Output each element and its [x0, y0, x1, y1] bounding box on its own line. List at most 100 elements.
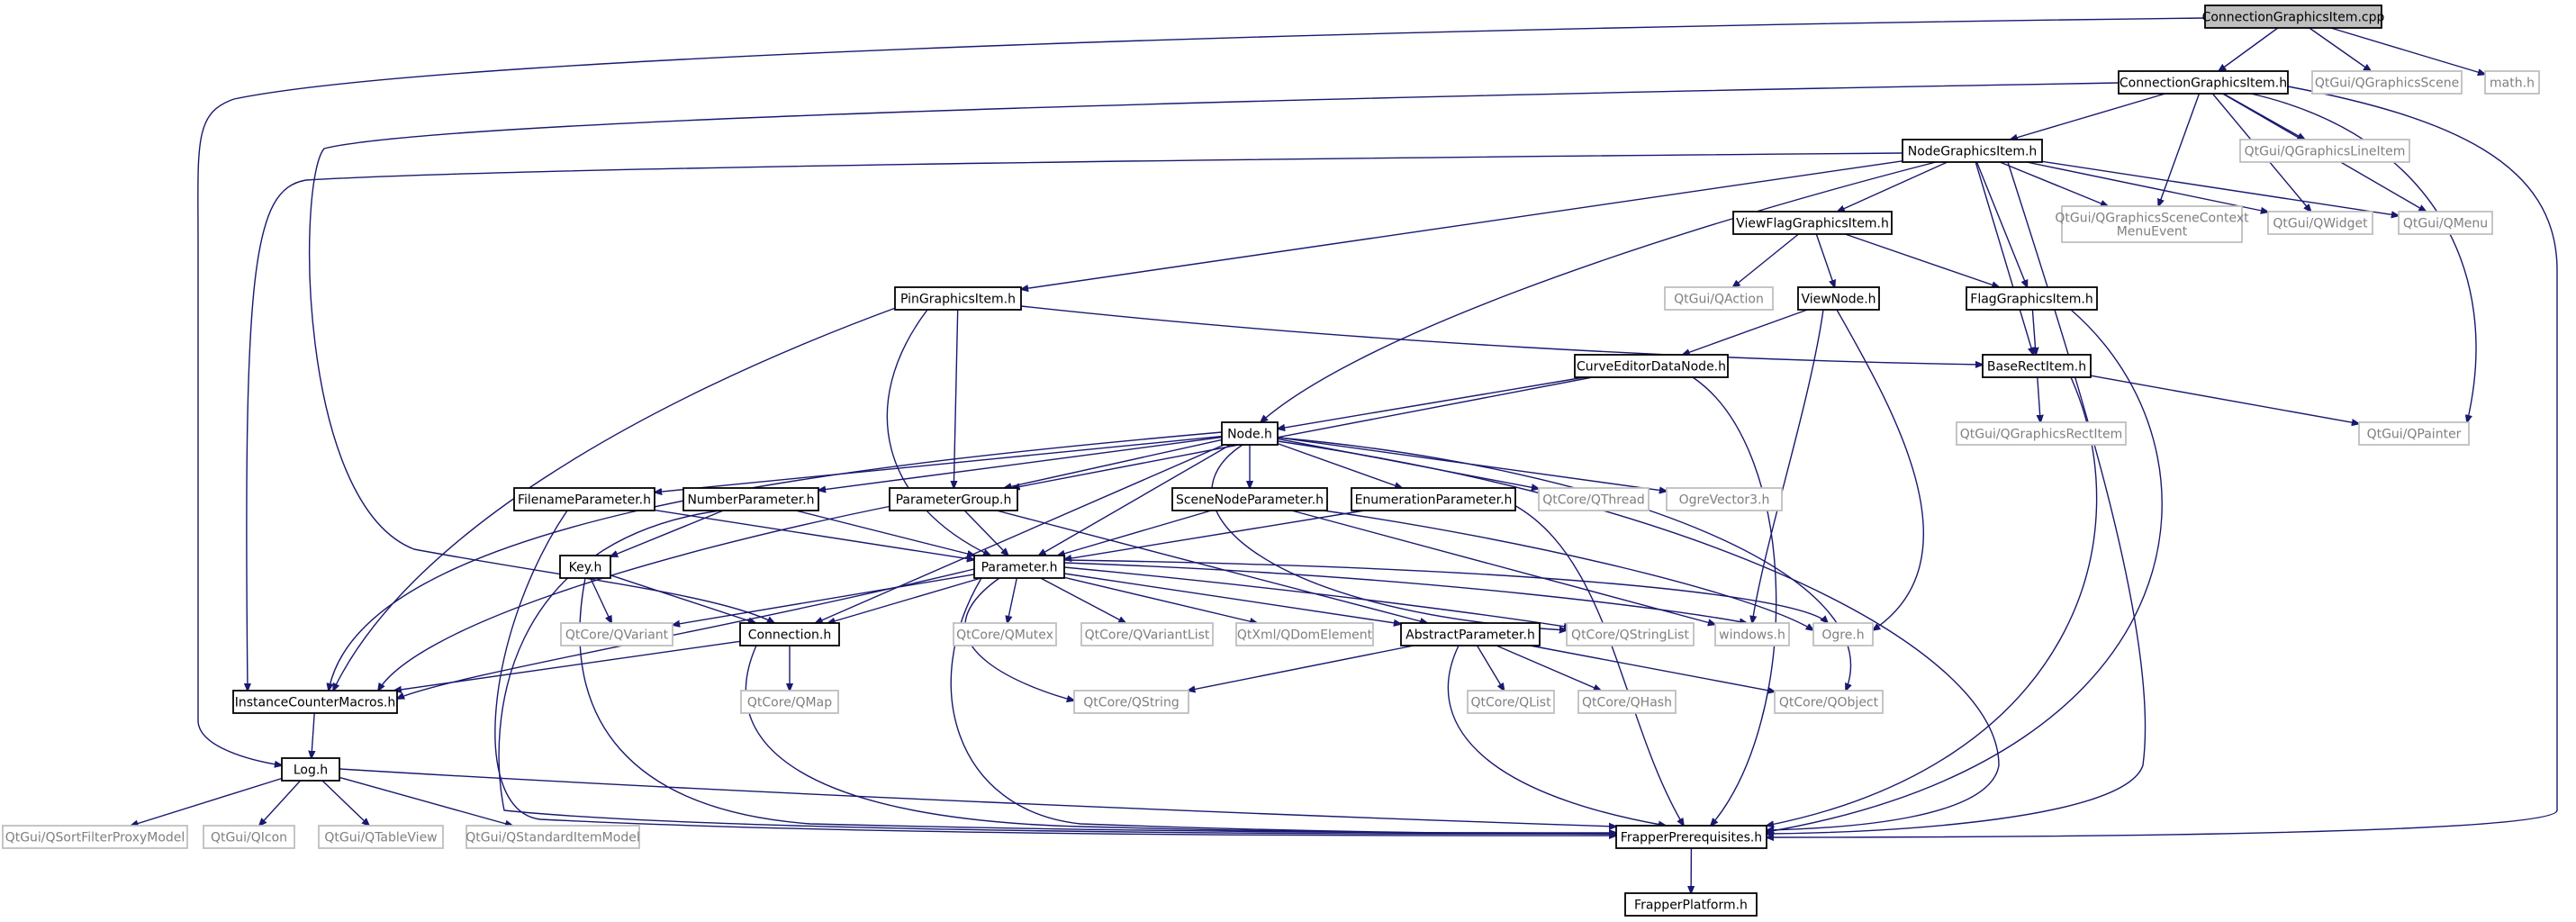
node-qsfpm: QtGui/QSortFilterProxyModel	[2, 825, 188, 849]
node-fp_h[interactable]: FilenameParameter.h	[513, 487, 655, 511]
node-cgi_h[interactable]: ConnectionGraphicsItem.h	[2118, 70, 2289, 95]
node-label: Connection.h	[748, 628, 832, 643]
node-label: QtCore/QHash	[1582, 696, 1672, 710]
node-label: QtXml/QDomElement	[1237, 628, 1373, 643]
node-fprereq[interactable]: FrapperPrerequisites.h	[1615, 825, 1767, 849]
node-bri_h[interactable]: BaseRectItem.h	[1982, 354, 2092, 378]
node-box	[740, 690, 839, 714]
node-label: QtGui/QMenu	[2403, 217, 2488, 231]
dependency-edges	[131, 17, 2558, 893]
node-root[interactable]: ConnectionGraphicsItem.cpp	[2202, 5, 2385, 29]
edge-ngi_h-to-bri_h	[1975, 161, 2033, 355]
node-box	[2204, 5, 2382, 29]
node-node_h[interactable]: Node.h	[1221, 421, 1279, 446]
node-box	[1080, 622, 1214, 646]
node-label: QtCore/QString	[1083, 696, 1179, 710]
node-label: Key.h	[569, 561, 602, 575]
node-label: math.h	[2490, 77, 2535, 91]
node-label: QtGui/QPainter	[2367, 428, 2462, 442]
node-label: ViewNode.h	[1801, 293, 1876, 307]
node-box	[1956, 421, 2127, 446]
edge-ep_h-to-param_h	[1064, 510, 1365, 559]
node-box	[1467, 690, 1555, 714]
edge-param_h-to-conn_h	[828, 577, 981, 623]
node-label: QtCore/QVariant	[565, 628, 669, 643]
edge-pgi_h-to-param_h	[886, 309, 990, 556]
node-label: NodeGraphicsItem.h	[1908, 145, 2038, 159]
edge-root-to-cgi_h	[2219, 27, 2279, 71]
node-ap_h[interactable]: AbstractParameter.h	[1400, 622, 1541, 646]
edge-node_h-to-icm_h	[329, 431, 1223, 691]
node-box	[513, 487, 655, 511]
node-box	[1966, 286, 2098, 311]
edge-cgi_h-to-fprereq	[1767, 86, 2558, 837]
edge-key_h-to-qvariant	[590, 577, 611, 623]
edge-cgi_h-to-conn_h	[309, 82, 2120, 623]
node-box	[1714, 622, 1790, 646]
node-ogre: Ogre.h	[1812, 622, 1874, 646]
node-label: windows.h	[1719, 628, 1785, 643]
node-label: QtGui/QAction	[1674, 293, 1764, 307]
node-box	[894, 286, 1022, 311]
node-box	[889, 487, 1018, 511]
node-qvarlist: QtCore/QVariantList	[1080, 622, 1214, 646]
node-box	[1666, 487, 1783, 511]
node-snp_h[interactable]: SceneNodeParameter.h	[1171, 487, 1328, 511]
edge-ngi_h-to-qmenu	[2041, 160, 2399, 215]
edge-ap_h-to-qhash	[1496, 645, 1601, 691]
node-label: PinGraphicsItem.h	[900, 293, 1016, 307]
edge-viewnode-to-windows	[1752, 309, 1824, 623]
node-box	[1574, 354, 1729, 378]
node-qicon: QtGui/QIcon	[203, 825, 295, 849]
node-qglineitem: QtGui/QGraphicsLineItem	[2239, 139, 2410, 163]
node-qobject: QtCore/QObject	[1774, 690, 1884, 714]
node-label: QtCore/QThread	[1542, 493, 1645, 508]
node-fplatform[interactable]: FrapperPlatform.h	[1624, 892, 1758, 917]
node-fgi_h[interactable]: FlagGraphicsItem.h	[1966, 286, 2098, 311]
node-qlist: QtCore/QList	[1467, 690, 1555, 714]
node-label: QtGui/QGraphicsScene	[2315, 77, 2459, 91]
node-label: QtCore/QObject	[1779, 696, 1879, 710]
edge-vfgi_h-to-fgi_h	[1844, 233, 1999, 287]
node-qmap: QtCore/QMap	[740, 690, 839, 714]
edge-param_h-to-qmutex	[1008, 577, 1017, 623]
node-box	[1538, 487, 1650, 511]
edge-node_h-to-qstrlist	[1211, 444, 1567, 630]
edge-icm_h-to-log_h	[312, 712, 314, 758]
node-log_h[interactable]: Log.h	[281, 757, 340, 782]
node-label: FlagGraphicsItem.h	[1970, 293, 2092, 307]
node-label: FrapperPlatform.h	[1634, 899, 1748, 913]
node-ngi_h[interactable]: NodeGraphicsItem.h	[1902, 139, 2043, 163]
edge-cedn_h-to-pg_h	[1013, 376, 1593, 488]
node-box	[1235, 622, 1374, 646]
edge-ap_h-to-qstring	[1188, 645, 1415, 691]
node-box	[973, 555, 1065, 579]
node-box	[559, 555, 611, 579]
edge-param_h-to-qstring	[964, 577, 1074, 701]
node-box	[2267, 211, 2373, 235]
edge-log_h-to-qicon	[259, 780, 302, 826]
edge-vfgi_h-to-qaction	[1733, 233, 1799, 287]
node-param_h[interactable]: Parameter.h	[973, 555, 1065, 579]
node-np_h[interactable]: NumberParameter.h	[682, 487, 819, 511]
edge-param_h-to-icm_h	[397, 568, 975, 699]
node-label: Node.h	[1227, 428, 1272, 442]
edge-ngi_h-to-qgscme	[1999, 161, 2108, 206]
node-cedn_h[interactable]: CurveEditorDataNode.h	[1574, 354, 1729, 378]
node-qmutex: QtCore/QMutex	[953, 622, 1057, 646]
edge-param_h-to-qstrlist	[1063, 566, 1571, 628]
node-label: QtCore/QVariantList	[1085, 628, 1210, 643]
node-viewnode[interactable]: ViewNode.h	[1797, 286, 1880, 311]
node-box	[281, 757, 340, 782]
node-box	[232, 690, 398, 714]
node-ep_h[interactable]: EnumerationParameter.h	[1351, 487, 1516, 511]
node-qthread: QtCore/QThread	[1538, 487, 1650, 511]
node-key_h[interactable]: Key.h	[559, 555, 611, 579]
node-label: QtGui/QGraphicsLineItem	[2245, 145, 2406, 159]
node-pgi_h[interactable]: PinGraphicsItem.h	[894, 286, 1022, 311]
node-qdom: QtXml/QDomElement	[1235, 622, 1374, 646]
node-pg_h[interactable]: ParameterGroup.h	[889, 487, 1018, 511]
node-vfgi_h[interactable]: ViewFlagGraphicsItem.h	[1732, 211, 1893, 235]
node-conn_h[interactable]: Connection.h	[739, 622, 840, 646]
node-icm_h[interactable]: InstanceCounterMacros.h	[232, 690, 398, 714]
